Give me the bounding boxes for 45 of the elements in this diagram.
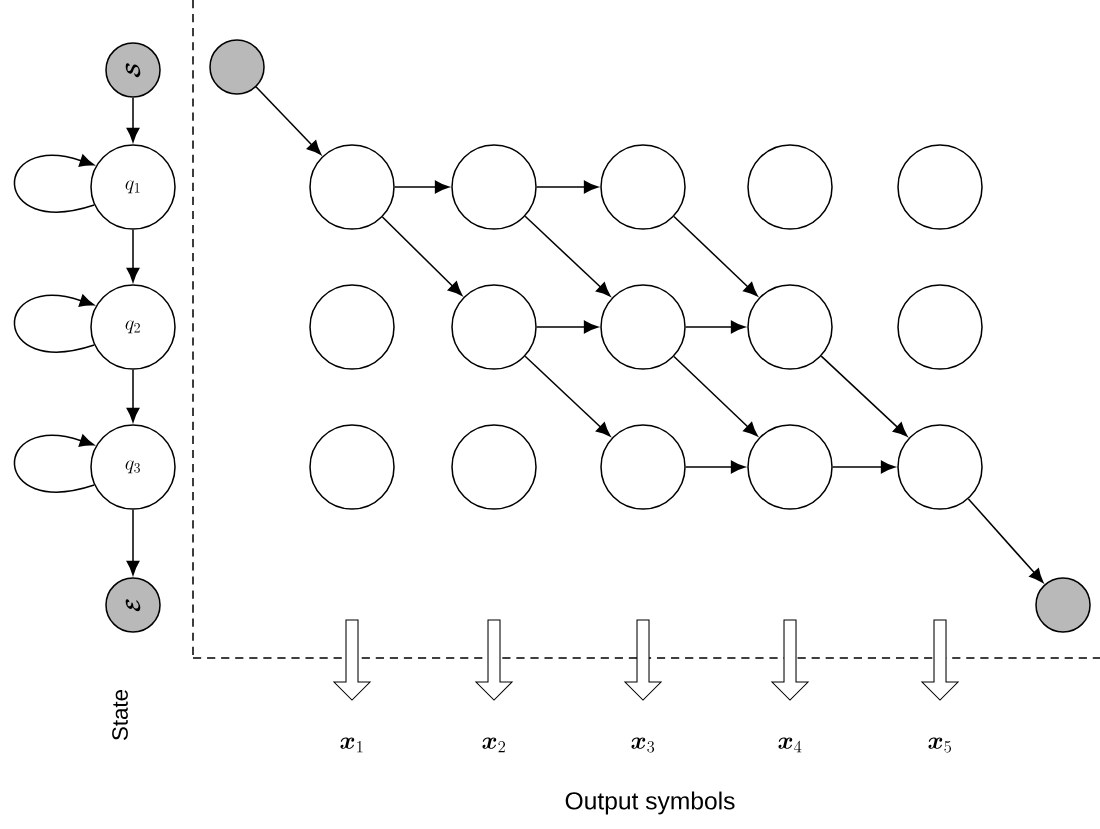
output-symbol: $\boldsymbol{x}_1$ bbox=[340, 737, 363, 753]
trellis-circle bbox=[451, 144, 537, 230]
arrow bbox=[832, 460, 896, 474]
arrow bbox=[536, 320, 599, 334]
trellis-circle bbox=[897, 284, 983, 370]
output-symbol: $\boldsymbol{x}_5$ bbox=[928, 737, 951, 753]
arrow bbox=[524, 215, 611, 297]
arrow bbox=[126, 509, 140, 576]
trellis-circle bbox=[747, 284, 833, 370]
trellis-circle bbox=[600, 144, 686, 230]
output-symbol: $\boldsymbol{x}_2$ bbox=[482, 737, 505, 753]
self-loop-arrow bbox=[13, 154, 95, 213]
arrow bbox=[126, 97, 140, 143]
trellis-circle bbox=[747, 424, 833, 510]
output-symbol: $\boldsymbol{x}_4$ bbox=[778, 737, 802, 753]
trellis-circle bbox=[309, 144, 395, 230]
arrow bbox=[126, 229, 140, 283]
trellis-circle bbox=[451, 284, 537, 370]
arrow bbox=[536, 180, 599, 194]
trellis-circle bbox=[309, 284, 395, 370]
arrow bbox=[685, 460, 746, 474]
self-loop-arrow bbox=[13, 294, 95, 353]
trellis-circle bbox=[600, 424, 686, 510]
axis-label: Output symbols bbox=[565, 791, 735, 815]
trellis-circle bbox=[309, 424, 395, 510]
arrow bbox=[820, 355, 908, 437]
arrow bbox=[394, 180, 450, 194]
self-loop-arrow bbox=[13, 434, 95, 493]
start-end-circle bbox=[1035, 577, 1091, 633]
arrow bbox=[381, 216, 463, 296]
trellis-circle bbox=[747, 144, 833, 230]
axis-label: State bbox=[112, 690, 128, 740]
arrow bbox=[255, 86, 322, 155]
trellis-circle bbox=[451, 424, 537, 510]
trellis-circle bbox=[600, 284, 686, 370]
arrow bbox=[524, 355, 611, 437]
arrow bbox=[967, 498, 1044, 583]
trellis-circle bbox=[897, 144, 983, 230]
output-symbol: $\boldsymbol{x}_3$ bbox=[631, 737, 655, 753]
arrow bbox=[673, 355, 758, 437]
arrow bbox=[673, 215, 758, 297]
trellis-circle bbox=[897, 424, 983, 510]
arrow bbox=[126, 369, 140, 423]
start-end-circle bbox=[209, 39, 265, 95]
arrow bbox=[685, 320, 746, 334]
